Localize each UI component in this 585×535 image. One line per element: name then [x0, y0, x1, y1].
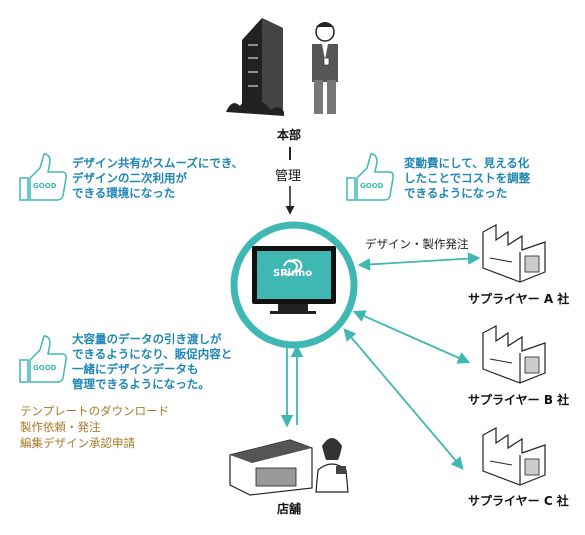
benefit-top-right-line: 変動費にして、見える化 — [404, 156, 530, 170]
benefit-bottom-left-line: できるようになり、販促内容と — [72, 347, 233, 361]
spinno-logo-text: SPinno — [273, 268, 313, 279]
store-staff-icon — [315, 438, 349, 493]
benefit-top-left-line: できる環境になった — [72, 186, 176, 200]
store-feature-item: 製作依頼・発注 — [20, 420, 101, 434]
store-label: 店舗 — [277, 502, 302, 516]
good-thumb-icon-bottom-left — [19, 335, 67, 383]
store-feature-list: テンプレートのダウンロード 製作依頼・発注 編集デザイン承認申請 — [20, 403, 169, 451]
benefit-top-right: 変動費にして、見える化 したことでコストを調整 できるようになった — [404, 156, 530, 201]
good-badge-top-left: GOOD — [33, 182, 57, 190]
arrow-supplier-b — [352, 310, 471, 364]
benefit-bottom-left-line: 一緒にデザインデータも — [72, 362, 199, 376]
benefit-top-right-line: したことでコストを調整 — [404, 171, 531, 185]
factory-a-icon — [482, 223, 546, 283]
hq-person-icon — [312, 22, 338, 114]
benefit-bottom-left: 大容量のデータの引き渡しが できるようになり、販促内容と 一緒にデザインデータも… — [72, 332, 232, 392]
store-feature-item: テンプレートのダウンロード — [20, 404, 170, 418]
good-badge-top-right: GOOD — [360, 182, 384, 190]
factory-c-icon — [482, 426, 546, 486]
good-badge-bottom-left: GOOD — [33, 364, 57, 372]
hq-label: 本部 — [277, 128, 302, 142]
store-building-icon — [229, 439, 313, 496]
factory-b-icon — [482, 324, 546, 384]
store-feature-item: 編集デザイン承認申請 — [20, 436, 135, 450]
benefit-top-right-line: できるようになった — [404, 186, 508, 200]
order-label: デザイン・製作発注 — [365, 237, 469, 251]
spinno-monitor — [230, 221, 358, 349]
supplier-b-label: サプライヤー B 社 — [468, 393, 570, 407]
benefit-top-left-line: デザインの二次利用が — [72, 171, 187, 185]
good-thumb-icon-top-left — [19, 153, 67, 201]
hq-building-icon — [226, 18, 284, 116]
benefit-top-left: デザイン共有がスムーズにでき、 デザインの二次利用が できる環境になった — [72, 156, 243, 201]
benefit-bottom-left-line: 大容量のデータの引き渡しが — [72, 332, 222, 346]
benefit-top-left-line: デザイン共有がスムーズにでき、 — [72, 156, 244, 170]
benefit-bottom-left-line: 管理できるようになった。 — [72, 377, 210, 391]
supplier-c-label: サプライヤー C 社 — [468, 494, 569, 508]
arrow-supplier-c — [343, 328, 464, 470]
management-label: 管理 — [275, 169, 302, 184]
good-thumb-icon-top-right — [346, 153, 394, 201]
supplier-a-label: サプライヤー A 社 — [468, 292, 570, 306]
arrow-supplier-a — [357, 252, 481, 271]
